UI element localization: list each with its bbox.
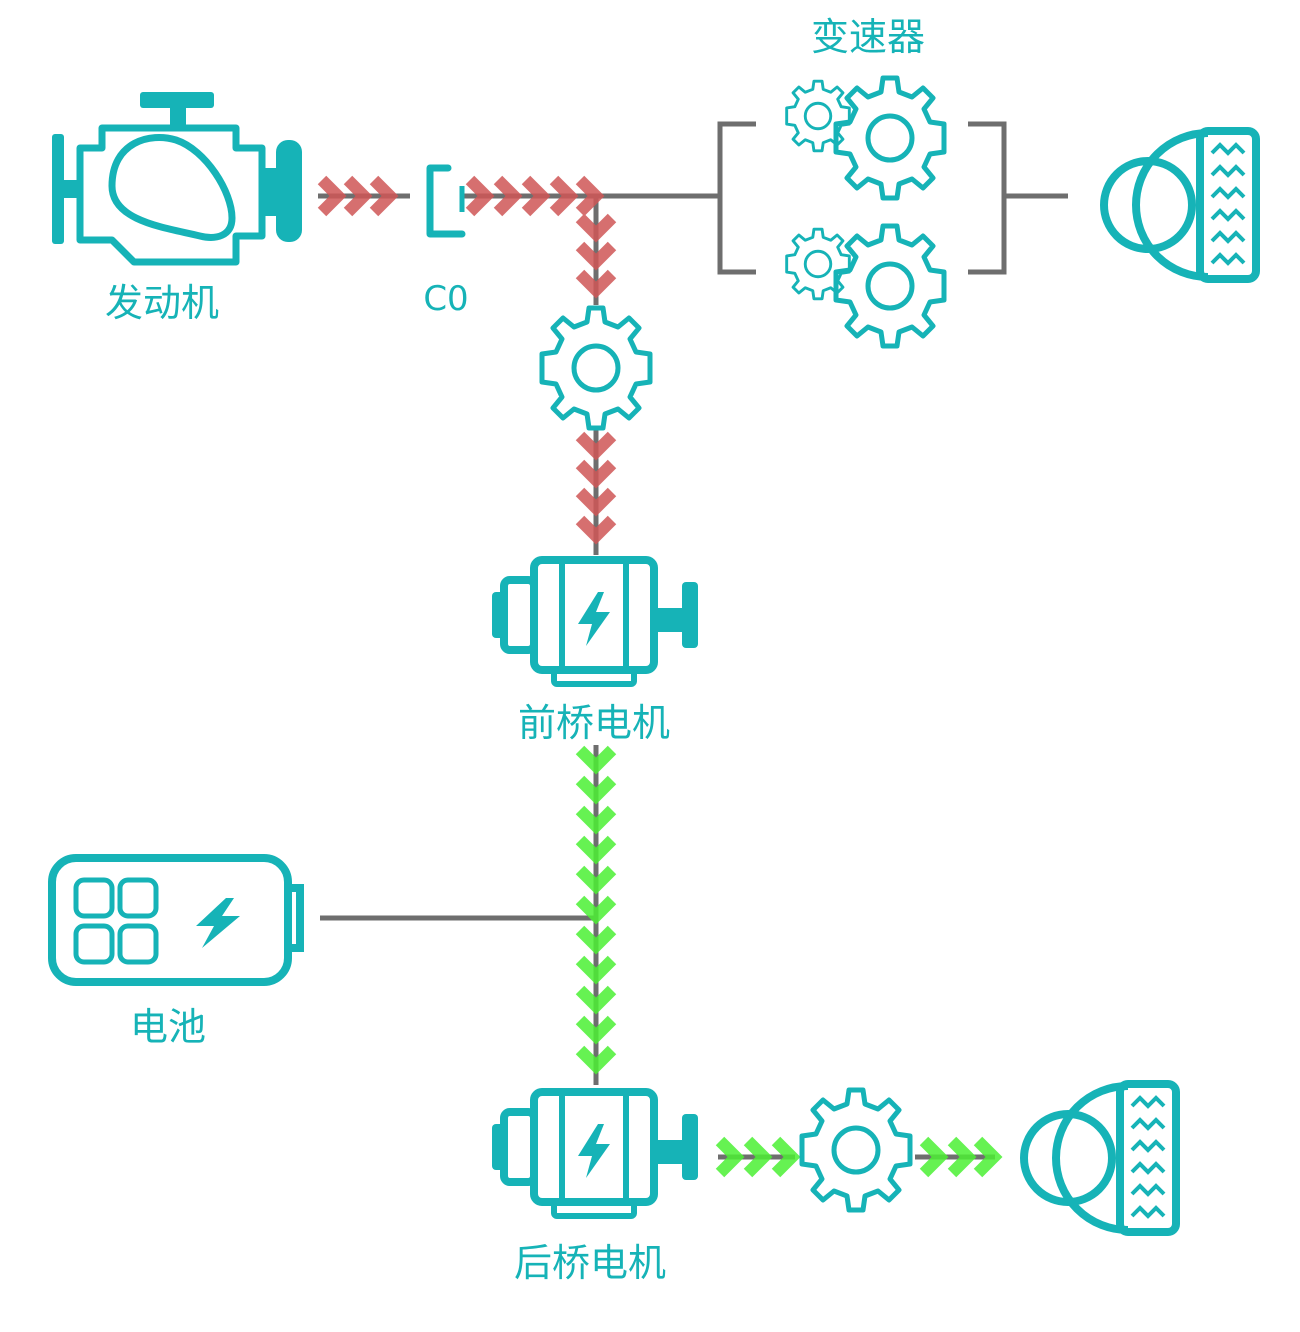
engine-label: 发动机 — [105, 281, 219, 325]
rear-motor-icon — [492, 1092, 698, 1216]
engine-icon — [52, 92, 302, 266]
lightning-icon — [196, 898, 240, 948]
engine-flow-arrows — [317, 175, 617, 545]
front-motor-icon — [492, 560, 698, 684]
battery-label: 电池 — [130, 1005, 206, 1049]
transmission-gear-icon — [785, 226, 944, 346]
clutch-icon — [426, 164, 466, 238]
transmission-gear-icon — [785, 78, 944, 198]
battery-icon — [48, 854, 304, 986]
electric-flow-arrows — [575, 745, 1003, 1178]
front-wheel-icon — [1104, 131, 1256, 279]
front-motor-label: 前桥电机 — [518, 701, 670, 745]
rear-gear-icon — [802, 1090, 910, 1210]
clutch-label: C0 — [423, 279, 468, 319]
transmission-label: 变速器 — [811, 15, 925, 59]
rear-wheel-icon — [1024, 1084, 1176, 1232]
rear-motor-label: 后桥电机 — [514, 1241, 666, 1285]
front-gear-icon — [542, 308, 650, 428]
